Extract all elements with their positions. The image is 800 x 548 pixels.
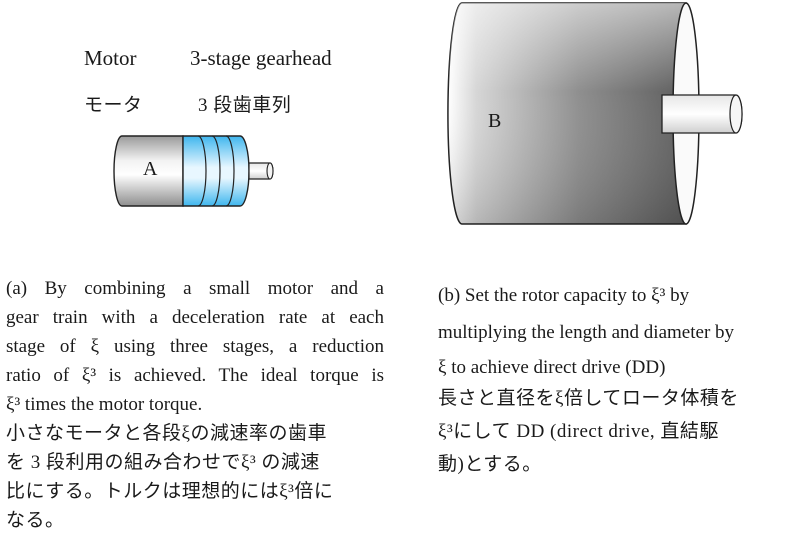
caption-a-en-line: stage of ξ using three stages, a reducti…	[6, 336, 384, 357]
label-motor-en: Motor	[84, 46, 137, 70]
label-motor-jp: モータ	[84, 95, 143, 116]
caption-b-en-line: ξ to achieve direct drive (DD)	[438, 357, 666, 378]
motor-a-letter: A	[143, 158, 158, 180]
motor-b-letter: B	[488, 110, 502, 132]
motor-b-body	[447, 2, 700, 225]
caption-b-en-line: (b) Set the rotor capacity to ξ³ by	[438, 285, 690, 306]
gearhead-body	[182, 135, 250, 207]
caption-a-jp-line: 比にする。トルクは理想的にはξ³倍に	[6, 481, 334, 502]
caption-a-en-line: gear train with a deceleration rate at e…	[6, 307, 384, 328]
caption-a: (a) By combining a small motor and a gea…	[6, 274, 384, 535]
caption-a-en-line: ξ³ times the motor torque.	[6, 394, 203, 415]
caption-a-en-line: ratio of ξ³ is achieved. The ideal torqu…	[6, 365, 384, 386]
caption-b-en-line: multiplying the length and diameter by	[438, 322, 735, 343]
label-gearhead-jp: 3 段歯車列	[198, 95, 292, 116]
caption-a-jp-line: なる。	[6, 510, 65, 531]
caption-b-jp-line: ξ³にして DD (direct drive, 直結駆	[438, 421, 719, 442]
caption-a-en-line: (a) By combining a small motor and a	[6, 278, 384, 299]
motor-a-body	[113, 135, 184, 207]
motor-b-shaft	[661, 94, 743, 134]
caption-b-jp-line: 長さと直径をξ倍してロータ体積を	[438, 388, 739, 409]
caption-b-jp-line: 動)とする。	[438, 454, 542, 475]
caption-a-jp-line: を 3 段利用の組み合わせでξ³ の減速	[6, 452, 320, 473]
caption-a-jp-line: 小さなモータと各段ξの減速率の歯車	[6, 423, 327, 444]
gearhead-shaft	[248, 162, 274, 180]
caption-b: (b) Set the rotor capacity to ξ³ by mult…	[438, 281, 798, 479]
label-gearhead-en: 3-stage gearhead	[190, 46, 332, 70]
